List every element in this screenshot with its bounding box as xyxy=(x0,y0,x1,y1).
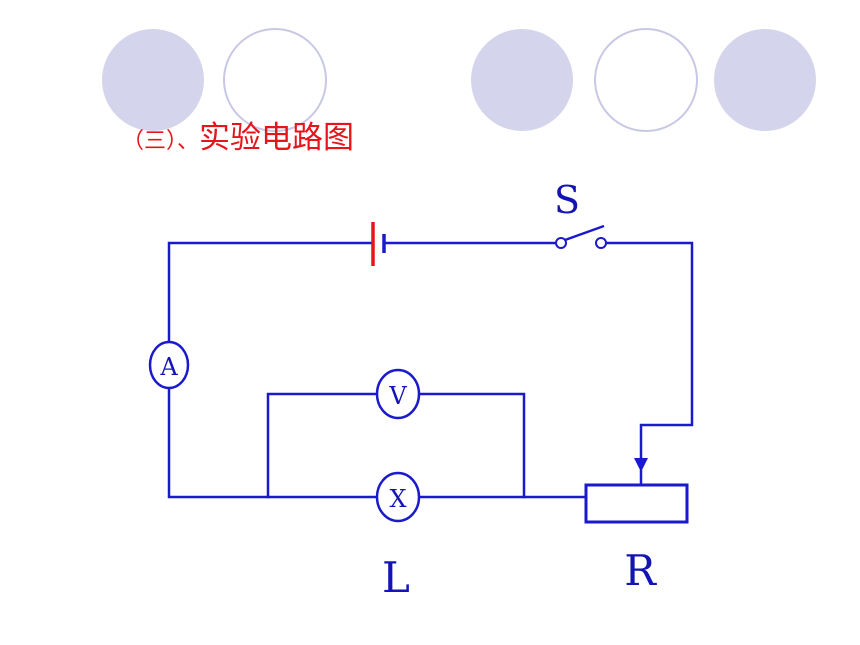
wire-voltmeter-left xyxy=(266,392,378,499)
rheostat-body xyxy=(584,483,689,524)
lamp-symbol: X xyxy=(389,485,406,513)
rheostat-slider-arrow xyxy=(634,458,648,472)
decor-circle-filled-2 xyxy=(471,29,573,131)
decor-circle-outline-1 xyxy=(223,28,327,132)
wire-right xyxy=(605,241,694,462)
switch-lever xyxy=(564,224,605,242)
switch-contact-right xyxy=(595,237,607,249)
voltmeter-circle xyxy=(375,368,421,420)
voltmeter: V xyxy=(375,368,421,420)
ammeter: A xyxy=(148,340,190,390)
slide-title: （三）、实验电路图 xyxy=(122,112,354,157)
battery xyxy=(371,222,386,266)
wire-left-bottom xyxy=(167,380,378,499)
switch-contact-left xyxy=(555,237,567,249)
title-prefix: （三）、 xyxy=(122,129,200,154)
lamp: X L xyxy=(375,471,421,602)
wire-top-left xyxy=(167,241,374,352)
rheostat-label: R xyxy=(624,546,657,595)
decor-circle-filled-1 xyxy=(102,29,204,131)
decor-circle-filled-3 xyxy=(714,29,816,131)
voltmeter-label: V xyxy=(388,382,407,410)
decor-circle-outline-2 xyxy=(594,28,698,132)
wire-voltmeter-right xyxy=(418,392,526,499)
ammeter-circle xyxy=(148,340,190,390)
wires xyxy=(167,241,694,499)
switch: S xyxy=(554,178,607,249)
rheostat: R xyxy=(584,458,689,595)
switch-label: S xyxy=(554,178,580,222)
lamp-label: L xyxy=(382,553,410,602)
title-main: 实验电路图 xyxy=(199,120,355,156)
ammeter-label: A xyxy=(159,353,178,381)
lamp-circle xyxy=(375,471,421,523)
